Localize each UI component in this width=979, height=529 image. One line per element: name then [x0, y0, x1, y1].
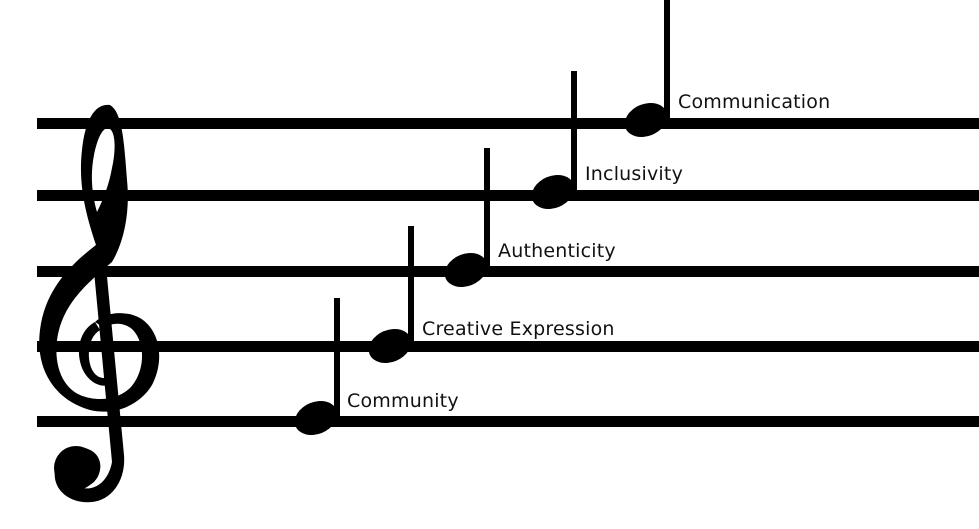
- staff-line-1: [37, 118, 979, 129]
- note-label-communication: Communication: [678, 91, 831, 113]
- staff-line-2: [37, 190, 979, 201]
- note-stem: [334, 298, 340, 420]
- note-label-creative-expression: Creative Expression: [422, 318, 615, 340]
- treble-clef-icon: [39, 104, 160, 503]
- note-label-community: Community: [347, 390, 459, 412]
- note-label-inclusivity: Inclusivity: [585, 163, 684, 185]
- note-stem: [664, 0, 670, 120]
- note-stem: [484, 148, 490, 270]
- staff-line-3: [37, 266, 979, 277]
- note-stem: [408, 226, 414, 344]
- staff-line-4: [37, 341, 979, 352]
- staff-line-5: [37, 416, 979, 427]
- note-label-authenticity: Authenticity: [498, 240, 616, 262]
- note-stem: [571, 71, 577, 193]
